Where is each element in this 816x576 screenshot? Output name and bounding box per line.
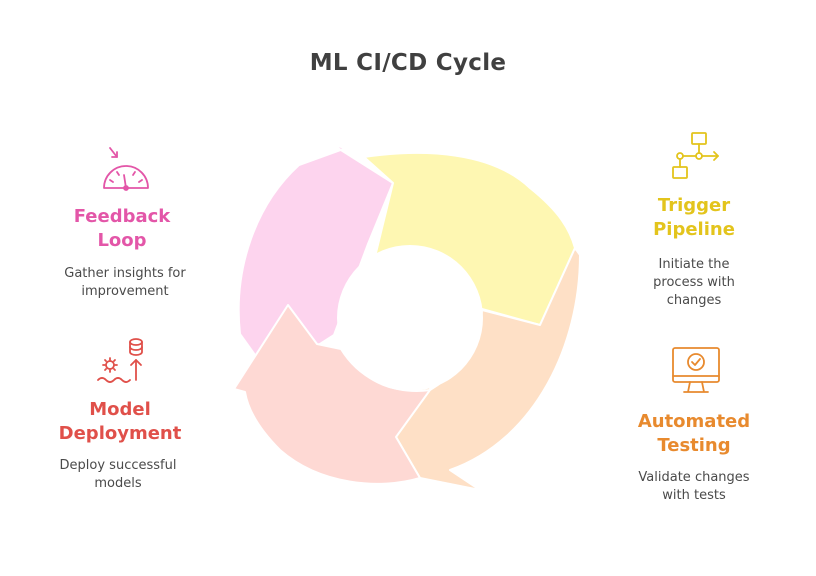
pipeline-icon: [672, 132, 719, 179]
trigger-title: Trigger Pipeline: [620, 194, 768, 242]
trigger-desc-line3: changes: [666, 293, 722, 308]
feedback-desc-line1: Gather insights for: [64, 266, 186, 281]
feedback-description: Gather insights for improvement: [40, 265, 210, 301]
testing-title-line2: Testing: [657, 435, 731, 456]
deployment-title: Model Deployment: [44, 398, 196, 446]
testing-title-line1: Automated: [637, 411, 751, 432]
feedback-title-line1: Feedback: [73, 206, 171, 227]
trigger-desc-line1: Initiate the: [658, 257, 730, 272]
monitor-check-icon: [672, 347, 720, 393]
feedback-title-line2: Loop: [97, 230, 147, 251]
deployment-desc-line2: models: [94, 476, 142, 491]
cycle-center: [337, 245, 483, 391]
diagram-title: ML CI/CD Cycle: [309, 50, 507, 76]
feedback-title: Feedback Loop: [48, 205, 196, 253]
trigger-title-line2: Pipeline: [653, 219, 735, 240]
gauge-icon: [103, 147, 149, 191]
feedback-desc-line2: improvement: [81, 284, 169, 299]
trigger-title-line1: Trigger: [657, 195, 731, 216]
deployment-description: Deploy successful models: [36, 457, 200, 493]
testing-desc-line2: with tests: [662, 488, 726, 503]
trigger-description: Initiate the process with changes: [612, 256, 776, 310]
testing-description: Validate changes with tests: [608, 469, 780, 505]
deployment-title-line2: Deployment: [58, 423, 182, 444]
testing-desc-line1: Validate changes: [638, 470, 750, 485]
deployment-title-line1: Model: [89, 399, 151, 420]
deployment-desc-line1: Deploy successful: [59, 458, 177, 473]
testing-title: Automated Testing: [612, 410, 776, 458]
deploy-database-icon: [97, 338, 143, 383]
trigger-desc-line2: process with: [653, 275, 735, 290]
